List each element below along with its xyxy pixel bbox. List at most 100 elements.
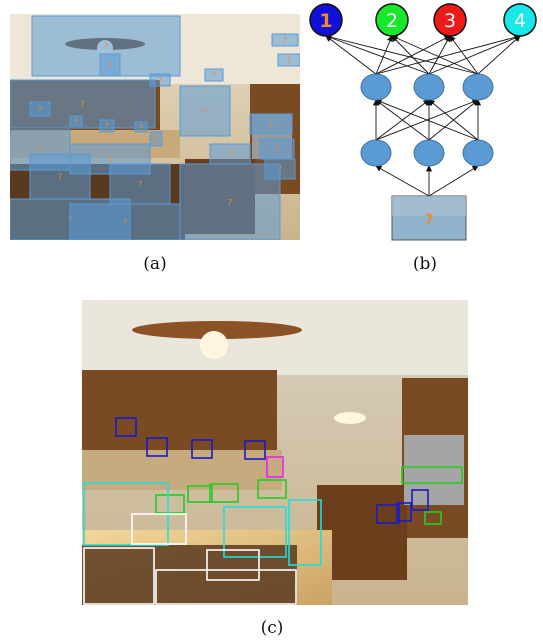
overlay-box-glyph: ? — [158, 76, 162, 85]
overlay-box-glyph: ? — [269, 120, 273, 129]
overlay-box-glyph: ? — [275, 145, 279, 154]
edge-h2-1-out-2 — [375, 35, 393, 75]
detection-box-blue — [191, 439, 213, 459]
overlay-box-glyph: ? — [108, 155, 112, 164]
panel-b-network-diagram: 1 2 3 4 ? — [302, 0, 540, 244]
overlay-box — [134, 121, 148, 133]
edge-h2-2-out-4 — [428, 35, 521, 75]
detection-box-green — [401, 466, 463, 484]
overlay-box — [209, 143, 251, 165]
overlay-box-glyph: ? — [108, 61, 112, 70]
overlay-box — [99, 53, 121, 77]
panel-a-kitchen-overlay: ???????????????????????? — [10, 14, 300, 240]
overlay-box — [179, 163, 281, 240]
edge-h2-3-out-3 — [449, 35, 479, 75]
output-node-3-circle — [433, 3, 467, 37]
detection-boxes — [83, 417, 463, 605]
hidden1-node-2 — [413, 139, 445, 167]
overlay-box-glyph: ? — [228, 198, 232, 207]
edge-input-h1-3 — [428, 165, 479, 197]
overlay-box-glyph: ? — [203, 107, 207, 116]
edge-h2-3-out-2 — [391, 35, 479, 75]
pendant-light — [334, 412, 366, 424]
overlay-box-glyph: ? — [154, 135, 158, 144]
overlay-box-glyph: ? — [38, 105, 42, 114]
overlay-box — [249, 113, 293, 135]
fan-blades — [132, 321, 302, 339]
output-node-4-circle — [503, 3, 537, 37]
caption-a: (a) — [143, 254, 167, 274]
table-top — [82, 545, 297, 605]
input-patch-shade — [392, 196, 466, 216]
hidden2-node-1 — [360, 73, 392, 101]
overlay-box-glyph: ? — [228, 150, 232, 159]
overlay-box — [149, 73, 171, 87]
overlay-box-glyph: ? — [138, 180, 142, 189]
detection-box-green — [155, 494, 185, 514]
fan-light — [200, 331, 228, 359]
detection-box-white — [83, 547, 155, 605]
hidden1-node-3 — [462, 139, 494, 167]
panel-c-kitchen-detections — [82, 300, 468, 605]
detection-box-blue — [396, 502, 412, 522]
detection-box-green — [187, 485, 213, 503]
panel-c-illustration — [82, 300, 468, 605]
overlay-box-glyph: ? — [105, 122, 109, 131]
overlay-box — [69, 203, 181, 240]
overlay-box — [204, 68, 224, 82]
detection-box-blue — [376, 504, 400, 524]
upper-cabinets — [82, 370, 277, 450]
output-label-4: 4 — [514, 10, 526, 32]
detection-box-blue — [146, 437, 168, 457]
output-node-2-circle — [375, 3, 409, 37]
hidden2-node-2 — [413, 73, 445, 101]
edge-input-h1-1 — [375, 165, 430, 197]
edge-h1-2-h2-1 — [375, 99, 430, 141]
overlay-box — [179, 85, 231, 137]
detection-box-blue — [115, 417, 137, 437]
overlay-box-glyph: ? — [104, 42, 108, 51]
overlay-box-glyph: ? — [283, 36, 287, 45]
caption-c: (c) — [260, 618, 284, 638]
ceiling — [82, 300, 468, 375]
overlay-box — [99, 119, 115, 133]
detection-box-blue — [244, 440, 266, 460]
overlay-box-glyph: ? — [80, 100, 84, 109]
input-patch: ? — [391, 195, 467, 241]
overlay-box-glyph: ? — [38, 146, 42, 155]
input-patch-glyph: ? — [425, 212, 433, 228]
edge-h1-3-h2-1 — [375, 99, 479, 141]
detection-box-cyan — [288, 499, 322, 566]
detection-box-green — [257, 479, 287, 499]
overlay-box — [271, 33, 299, 47]
output-node-2: 2 — [375, 3, 409, 37]
overlay-box — [109, 163, 171, 205]
panel-a-illustration: ???????????????????????? — [10, 14, 300, 240]
hidden2-node-3 — [462, 73, 494, 101]
detection-box-magenta — [266, 456, 284, 478]
double-oven — [404, 435, 464, 505]
overlay-box-glyph: ? — [287, 56, 291, 65]
hidden1-node-1 — [360, 139, 392, 167]
overlay-box-glyph: ? — [58, 173, 62, 182]
output-label-1: 1 — [319, 10, 332, 32]
detection-box-green — [424, 511, 442, 525]
edge-h2-3-out-1 — [325, 34, 479, 75]
network-svg: 1 2 3 4 ? — [309, 3, 537, 241]
output-label-2: 2 — [386, 10, 398, 32]
overlay-boxes: ???????????????????????? — [10, 15, 300, 240]
output-node-4: 4 — [503, 3, 537, 37]
caption-b: (b) — [412, 254, 438, 274]
edge-h2-2-out-3 — [428, 35, 451, 75]
network-edges — [325, 34, 521, 197]
edge-h2-1-out-3 — [375, 35, 451, 75]
overlay-box — [29, 101, 51, 117]
edge-h2-2-out-2 — [391, 35, 430, 75]
detection-box-white — [131, 513, 187, 545]
output-node-1: 1 — [309, 3, 343, 37]
edge-h2-3-out-4 — [477, 35, 521, 75]
overlay-box-glyph: ? — [74, 117, 78, 126]
detection-box-white — [206, 549, 260, 581]
overlay-box-glyph: ? — [123, 218, 127, 227]
detection-box-white — [155, 569, 297, 605]
